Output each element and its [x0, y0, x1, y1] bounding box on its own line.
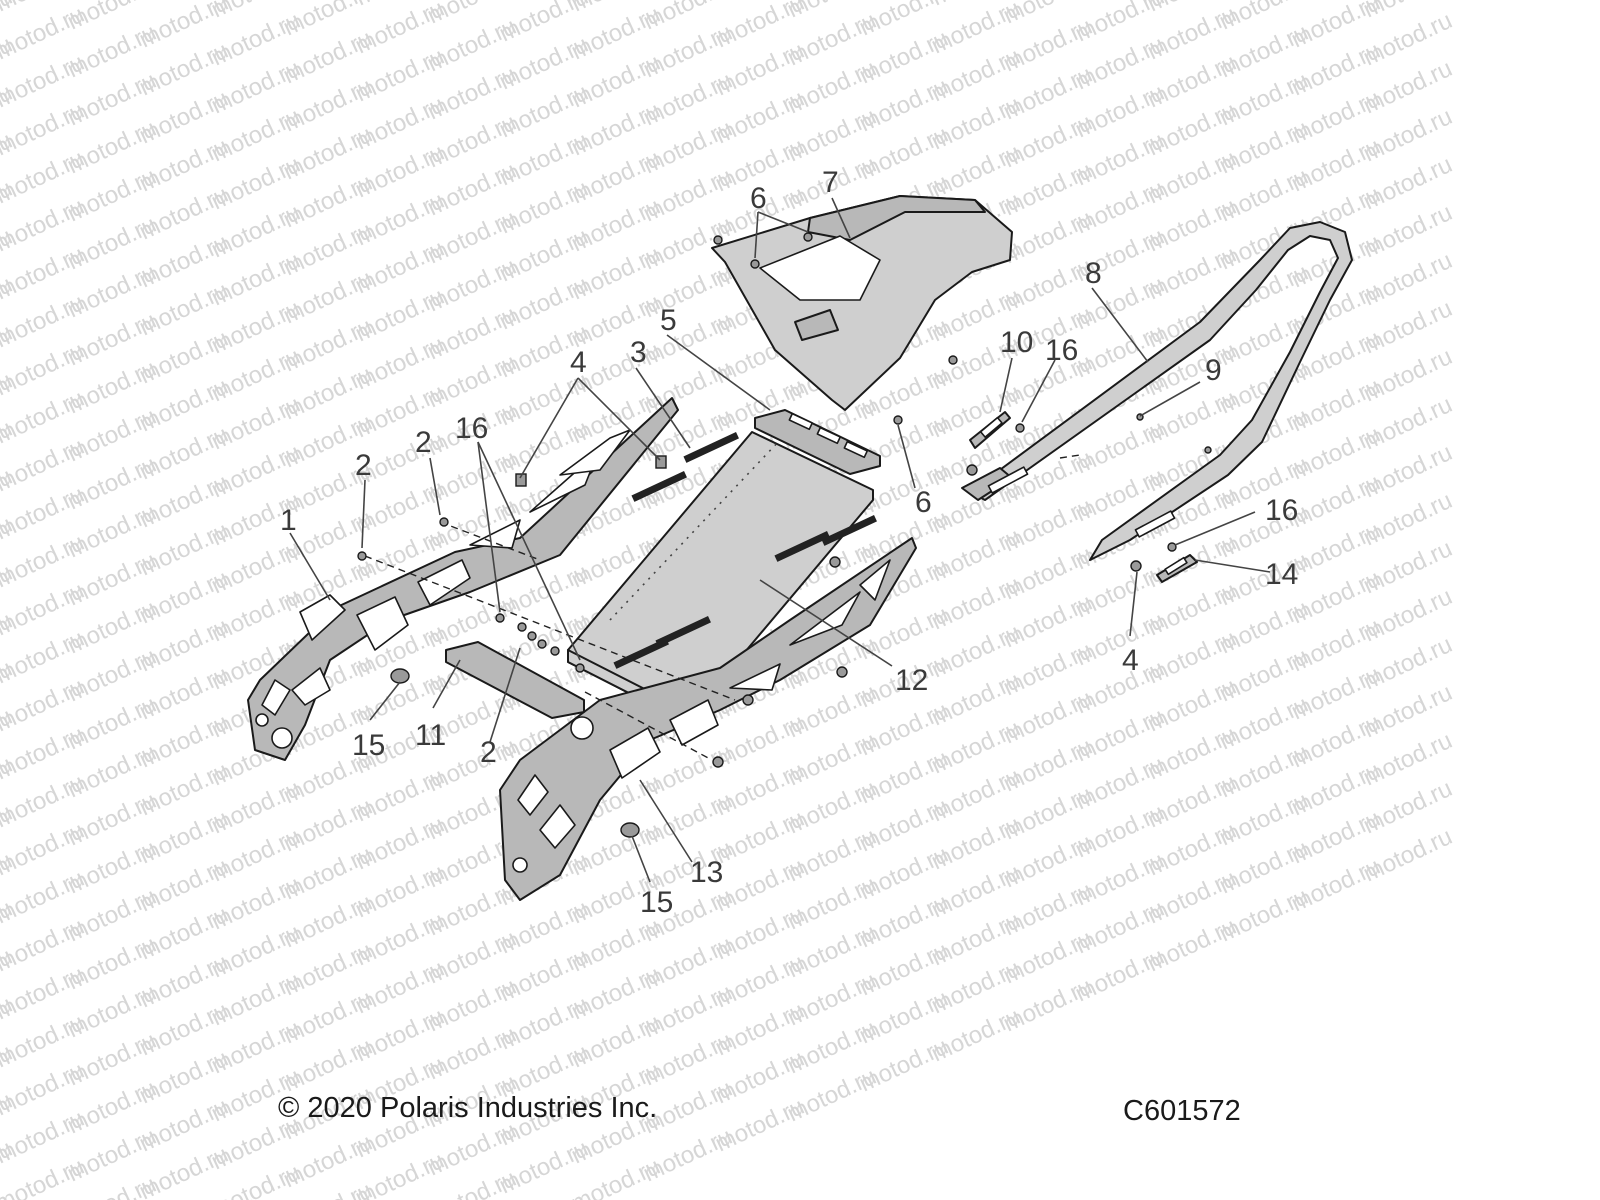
part-7-rear-cover [711, 195, 1013, 411]
callout-5: 5 [660, 304, 677, 337]
callout-7: 7 [822, 166, 839, 199]
callout-6: 6 [915, 486, 932, 519]
diagram-code: C601572 [1123, 1095, 1241, 1127]
callout-15: 15 [352, 729, 385, 762]
callout-4: 4 [570, 346, 587, 379]
callout-9: 9 [1205, 354, 1222, 387]
assembly-lines [364, 454, 1081, 761]
part-1-left-side-plate [247, 397, 679, 761]
callout-13: 13 [690, 856, 723, 889]
fasteners [357, 232, 1212, 838]
callout-4: 4 [1122, 644, 1139, 677]
callout-15: 15 [640, 886, 673, 919]
callout-2: 2 [415, 426, 432, 459]
part-12-floor-plate [567, 431, 877, 723]
callout-12: 12 [895, 664, 928, 697]
callout-16: 16 [455, 412, 488, 445]
part-10-mount-plate [969, 411, 1011, 449]
part-11-cross-bar [445, 641, 585, 719]
callout-14: 14 [1265, 558, 1298, 591]
part-14-mount-plate [1156, 554, 1198, 583]
callout-11: 11 [415, 719, 446, 752]
copyright-notice: © 2020 Polaris Industries Inc. [278, 1092, 658, 1124]
part-13-right-side-plate [499, 537, 917, 901]
callout-8: 8 [1085, 257, 1102, 290]
callout-2: 2 [480, 736, 497, 769]
part-5-rear-bracket [754, 409, 881, 475]
callout-6: 6 [750, 182, 767, 215]
part-8-rear-bumper [961, 221, 1353, 561]
callout-2: 2 [355, 449, 372, 482]
leader-lines [289, 197, 1271, 883]
callout-3: 3 [630, 336, 647, 369]
callout-16: 16 [1045, 334, 1078, 367]
callout-10: 10 [1000, 326, 1033, 359]
callout-1: 1 [280, 504, 297, 537]
callout-labels: 1 2 2 2 3 4 4 5 6 6 7 8 9 10 11 12 13 14… [280, 166, 1298, 919]
callout-16: 16 [1265, 494, 1298, 527]
